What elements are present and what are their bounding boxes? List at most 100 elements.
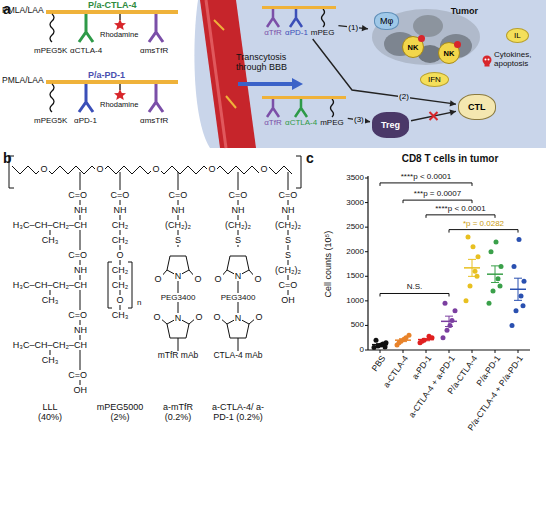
node-text: IL xyxy=(514,31,521,40)
data-point xyxy=(519,293,524,298)
atom-label: C=O xyxy=(67,370,88,380)
atom-label: O xyxy=(194,312,203,322)
atom-label: NH xyxy=(231,205,246,215)
label: αmsTfR xyxy=(140,46,168,55)
tick xyxy=(472,350,473,353)
significance-label: N.S. xyxy=(407,282,423,291)
tumor-cells-part xyxy=(413,15,443,37)
tick xyxy=(365,227,368,228)
brain-region-part xyxy=(194,0,546,148)
node-text: NK xyxy=(408,43,419,52)
label: αmsTfR xyxy=(140,116,168,125)
tick xyxy=(365,276,368,277)
atom-label: C=O xyxy=(168,190,189,200)
data-point xyxy=(514,308,519,313)
data-point xyxy=(499,264,504,269)
conjugate-arm: αCTLA-4 xyxy=(285,99,317,127)
atom-label: N xyxy=(234,313,243,323)
skull-icon xyxy=(483,56,492,67)
atom-label: O xyxy=(151,164,160,174)
atom-label: C=O xyxy=(67,250,88,260)
atom-label: O xyxy=(259,164,268,174)
atom-label: S xyxy=(284,235,292,245)
ctl-cell: CTL xyxy=(458,94,496,120)
label: PMLA/LAA xyxy=(2,6,44,16)
panel-letter: b xyxy=(3,150,12,166)
atom-label: CH₂ xyxy=(111,265,130,275)
skull-icon-part xyxy=(485,63,490,67)
data-point xyxy=(468,284,473,289)
group-label: a-CTLA-4/ a-PD-1 (0.2%) xyxy=(207,402,269,423)
conjugate-arm: mPEG xyxy=(320,99,344,127)
atom-label: CTLA-4 mAb xyxy=(212,351,263,361)
antibody-icon xyxy=(287,9,305,28)
node-text: NK xyxy=(444,49,455,58)
atom-label: OH xyxy=(73,385,89,395)
polymer-ctla4-part xyxy=(50,14,54,42)
polymer-ctla4-part xyxy=(114,19,126,30)
nk-cell: NK xyxy=(402,36,424,58)
edge-label: (2) xyxy=(398,92,410,101)
data-point xyxy=(510,323,515,328)
atom-label: O xyxy=(253,274,262,284)
edge-label: (3) xyxy=(353,115,365,124)
category-label: PBS xyxy=(370,354,388,374)
inhibition-cross xyxy=(430,112,438,120)
atom-label: O xyxy=(153,274,162,284)
atom-label: O xyxy=(213,274,222,284)
conjugate-arm: αTfR xyxy=(264,99,282,127)
group-label: mPEG5000 (2%) xyxy=(91,402,149,423)
tick xyxy=(380,350,381,353)
label: P/a-CTLA-4 xyxy=(88,0,137,10)
atom-label: mTfR mAb xyxy=(157,351,200,361)
significance-bracket xyxy=(380,183,472,186)
data-point xyxy=(453,308,458,313)
repeat-bracket xyxy=(108,262,132,308)
antibody-icon xyxy=(292,99,310,118)
atom-label: n xyxy=(136,298,142,307)
conjugate-arm: αTfR xyxy=(264,9,282,37)
data-point xyxy=(522,279,527,284)
node-text: αPD-1 xyxy=(285,28,308,37)
atom-label: N xyxy=(174,313,183,323)
tumor-cluster: TumorMφNKNK xyxy=(370,4,482,66)
mean-line xyxy=(372,344,388,346)
atom-label: (CH₂)₂ xyxy=(164,220,192,230)
atom-label: CH₃ xyxy=(41,355,60,365)
atom-label: OH xyxy=(280,295,296,305)
scatter-chart xyxy=(365,176,530,353)
label: mPEG5K xyxy=(34,116,67,125)
atom-label: (CH₂)₂ xyxy=(224,220,252,230)
tick xyxy=(365,251,368,252)
node-text: mPEG xyxy=(311,28,335,37)
conjugate-group: αTfRαPD-1mPEG xyxy=(262,6,336,37)
atom-label: S xyxy=(284,250,292,260)
transcytosis-arrow-part xyxy=(292,78,303,90)
axis-title: Cell counts (10⁵) xyxy=(323,231,333,298)
atom-label: NH xyxy=(171,205,186,215)
data-point xyxy=(464,298,469,303)
atom-label: S xyxy=(174,235,182,245)
blood-vessel-part xyxy=(214,20,224,30)
antibody-icon xyxy=(264,9,282,28)
significance-bracket xyxy=(449,230,518,233)
significance-bracket xyxy=(403,200,472,203)
tick xyxy=(365,178,368,179)
antibody-icon xyxy=(264,99,282,118)
atom-label: O xyxy=(115,295,124,305)
macrophage-cell: Mφ xyxy=(374,12,399,30)
mean-line xyxy=(418,339,434,341)
conjugate-arm: αPD-1 xyxy=(285,9,308,37)
data-point xyxy=(489,249,494,254)
antibody-icon-part xyxy=(290,9,302,27)
error-bar xyxy=(491,266,499,283)
atom-label: C=O xyxy=(228,190,249,200)
atom-label: NH xyxy=(73,325,88,335)
atom-label: O xyxy=(193,274,202,284)
data-point xyxy=(448,323,453,328)
atom-label: PEG3400 xyxy=(220,293,257,302)
tick xyxy=(365,202,368,203)
antibody-icon-part xyxy=(267,9,279,27)
granule-dot xyxy=(418,35,425,42)
cytokine-oval: IL xyxy=(506,28,529,43)
